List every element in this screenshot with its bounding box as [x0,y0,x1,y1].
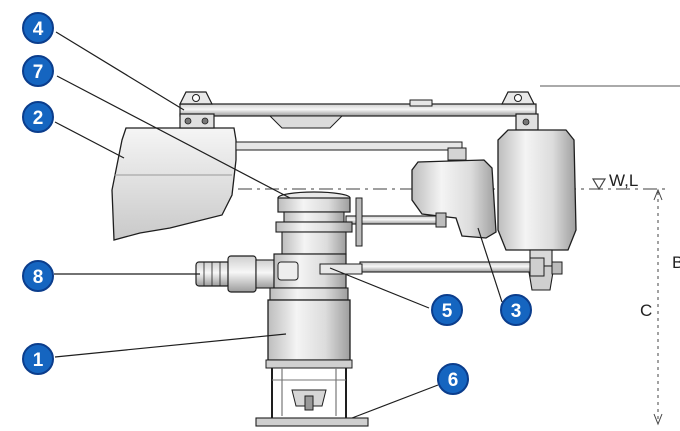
feed-pipe [195,253,545,293]
lifting-beam [179,91,539,131]
dimension-c-label: C [640,301,652,320]
callout-7: 7 [22,55,54,87]
main-cylinder [265,287,353,369]
svg-text:8: 8 [33,267,44,288]
svg-text:5: 5 [442,301,453,322]
float-housing [111,127,237,241]
svg-text:1: 1 [33,350,44,371]
callout-2: 2 [22,101,54,133]
callout-8: 8 [22,260,54,292]
callout-4: 4 [22,12,54,44]
inner-guide-rail [235,141,463,151]
float-arm [345,197,447,247]
float-body [411,147,497,239]
svg-text:6: 6 [448,370,459,391]
valve-head [275,191,353,255]
water-level-label: W,L [609,171,638,190]
svg-text:2: 2 [33,108,44,129]
dimension-c [653,188,663,426]
svg-text:3: 3 [511,301,522,322]
callout-6: 6 [437,363,469,395]
callout-1: 1 [22,343,54,375]
svg-text:7: 7 [33,62,44,83]
dimension-b-label: B [672,253,680,272]
svg-text:4: 4 [33,19,44,40]
water-level-marker [591,178,607,191]
leader-lines [54,31,503,419]
base-frame [255,368,369,427]
callout-5: 5 [431,294,463,326]
callout-3: 3 [500,294,532,326]
